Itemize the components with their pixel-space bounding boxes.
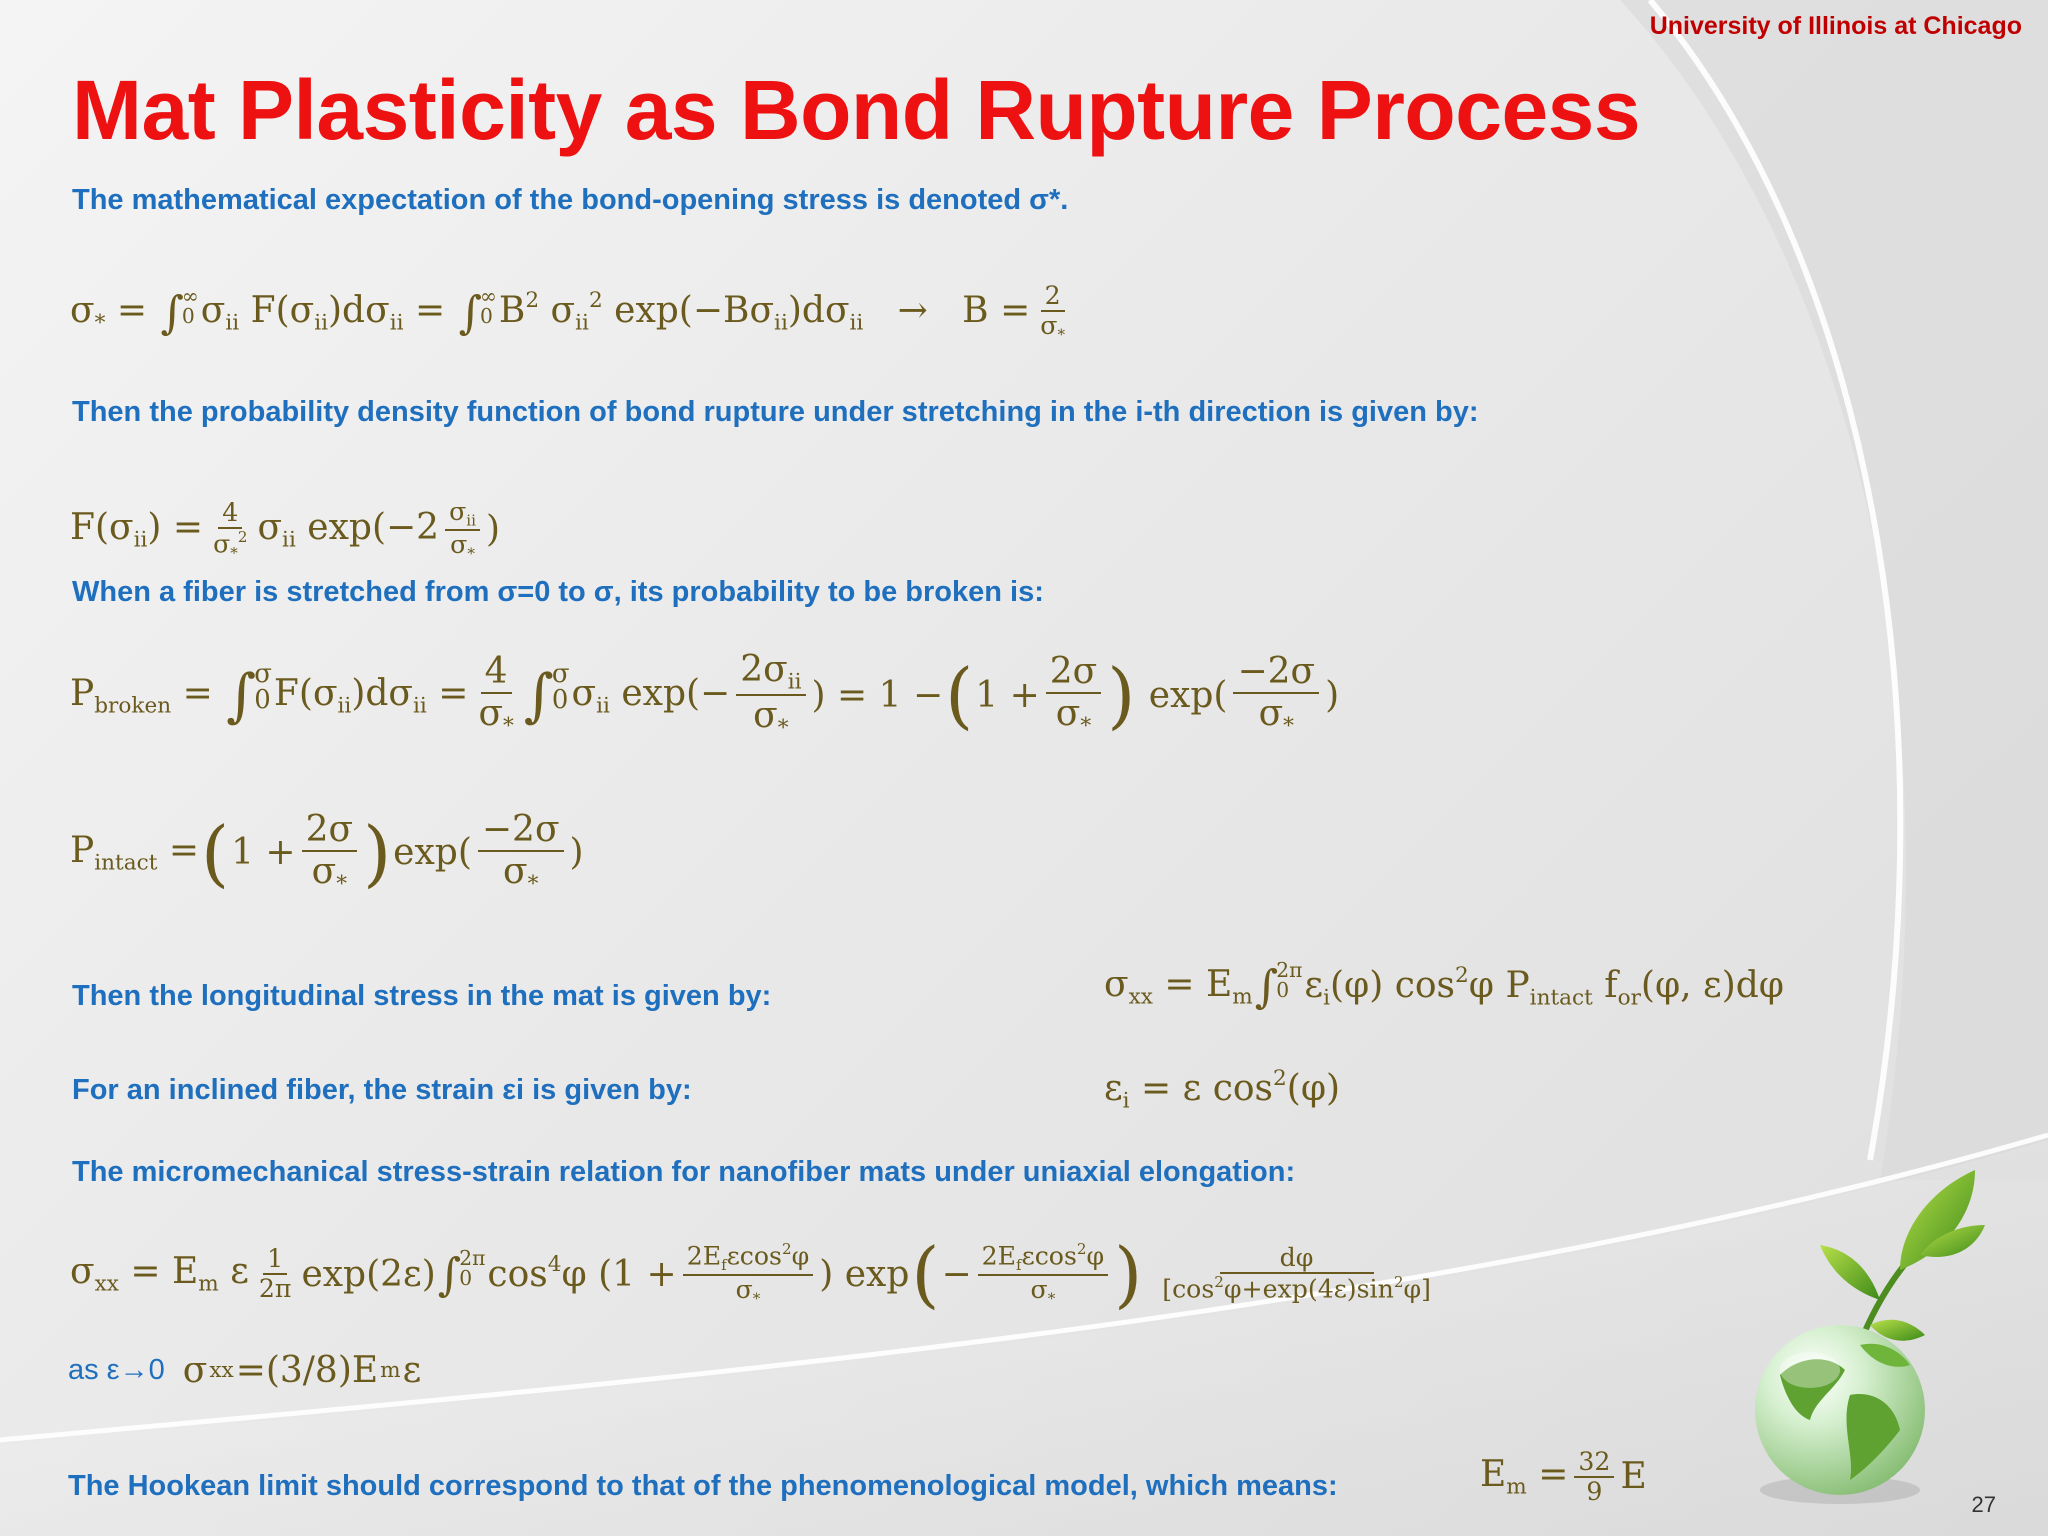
text-limit: as ε→0 <box>68 1354 165 1386</box>
text-micromechanical: The micromechanical stress-strain relati… <box>72 1156 1296 1188</box>
globe-with-plant-icon <box>1755 1170 1985 1504</box>
text-inclined-fiber: For an inclined fiber, the strain εi is … <box>72 1074 692 1106</box>
text-broken-probability: When a fiber is stretched from σ=0 to σ,… <box>72 576 1044 608</box>
equation-strain: εi = ε cos2(φ) <box>1104 1066 1341 1114</box>
university-label: University of Illinois at Chicago <box>1649 12 2022 40</box>
text-hookean: The Hookean limit should correspond to t… <box>68 1470 1338 1502</box>
slide-title: Mat Plasticity as Bond Rupture Process <box>72 63 1641 157</box>
equation-sigma-star: σ* = ∫∞0 σii F(σii)dσii = ∫∞0 B2 σii2 ex… <box>70 281 1065 343</box>
text-longitudinal-stress: Then the longitudinal stress in the mat … <box>72 980 772 1012</box>
page-number: 27 <box>1971 1492 1996 1517</box>
text-pdf: Then the probability density function of… <box>72 396 1479 428</box>
text-expectation: The mathematical expectation of the bond… <box>72 184 1069 216</box>
